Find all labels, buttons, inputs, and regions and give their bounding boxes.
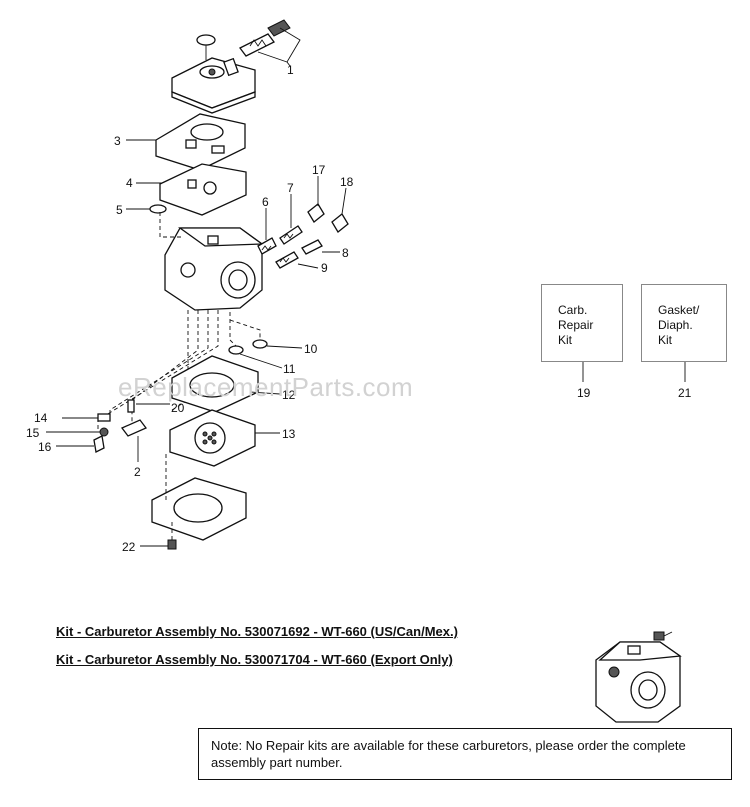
kit-number-21: 21: [678, 386, 692, 400]
callout-6: 6: [262, 195, 269, 209]
callout-20: 20: [171, 401, 185, 415]
kit-label-gasket-diaph: Gasket/ Diaph. Kit: [658, 303, 700, 347]
callout-15: 15: [26, 426, 40, 440]
leader-12: [249, 391, 281, 395]
dash-body-d: [97, 310, 219, 430]
callout-2: 2: [134, 465, 141, 479]
dash-body-e: [229, 312, 237, 347]
part-limiter-17: [307, 203, 325, 223]
kit-number-19: 19: [577, 386, 591, 400]
part-needle-8: [301, 239, 323, 255]
assembly-line-export: Kit - Carburetor Assembly No. 530071704 …: [56, 652, 453, 667]
part-14: [97, 413, 111, 422]
callout-17: 17: [312, 163, 326, 177]
leader-11: [239, 353, 283, 369]
part-spring-9: [275, 251, 299, 269]
part-limiter-18: [331, 213, 349, 233]
part-needle-7: [279, 225, 303, 245]
part-10: [252, 339, 268, 349]
leader-18: [341, 187, 347, 215]
watermark-text: eReplacementParts.com: [118, 372, 414, 402]
part-20: [127, 399, 135, 413]
part-screw-22: [167, 539, 177, 550]
part-16: [93, 435, 105, 453]
part-limiter-cap-6: [257, 237, 277, 255]
dash-body-a: [171, 310, 189, 411]
callout-12: 12: [282, 388, 296, 402]
part-11: [228, 345, 244, 355]
part-metering-diaphragm-13: [169, 409, 256, 467]
leader-1: [257, 27, 301, 63]
kit-box-carb-repair: Carb. Repair Kit: [541, 284, 623, 362]
part-metering-gasket-12: [171, 355, 259, 413]
callout-1: 1: [287, 63, 294, 77]
part-pump-diaphragm: [155, 113, 246, 171]
kit-box-gasket-diaph: Gasket/ Diaph. Kit: [641, 284, 727, 362]
callout-5: 5: [116, 203, 123, 217]
part-15: [99, 427, 109, 437]
callout-7: 7: [287, 181, 294, 195]
kit-label-carb-repair: Carb. Repair Kit: [558, 303, 594, 347]
part-pump-cover: [171, 19, 291, 114]
callout-10: 10: [304, 342, 318, 356]
assembly-line-us: Kit - Carburetor Assembly No. 530071692 …: [56, 624, 458, 639]
callout-9: 9: [321, 261, 328, 275]
callout-22: 22: [122, 540, 136, 554]
part-screen: [149, 204, 167, 214]
dash-5: [159, 212, 182, 238]
leader-9: [297, 263, 319, 269]
part-metering-cover: [151, 477, 247, 541]
callout-3: 3: [114, 134, 121, 148]
callout-13: 13: [282, 427, 296, 441]
callout-4: 4: [126, 176, 133, 190]
carburetor-assembly-thumbnail: [595, 631, 682, 723]
callout-8: 8: [342, 246, 349, 260]
leader-1b: [286, 61, 291, 67]
part-carburetor-body: [164, 227, 264, 311]
callout-18: 18: [340, 175, 354, 189]
part-2: [120, 419, 148, 437]
part-pump-gasket: [159, 163, 247, 216]
note-text: Note: No Repair kits are available for t…: [211, 738, 686, 770]
callout-14: 14: [34, 411, 48, 425]
callout-11: 11: [283, 362, 296, 376]
callout-16: 16: [38, 440, 52, 454]
dash-10: [229, 319, 261, 340]
leader-10: [266, 345, 303, 349]
note-box: Note: No Repair kits are available for t…: [198, 728, 732, 780]
